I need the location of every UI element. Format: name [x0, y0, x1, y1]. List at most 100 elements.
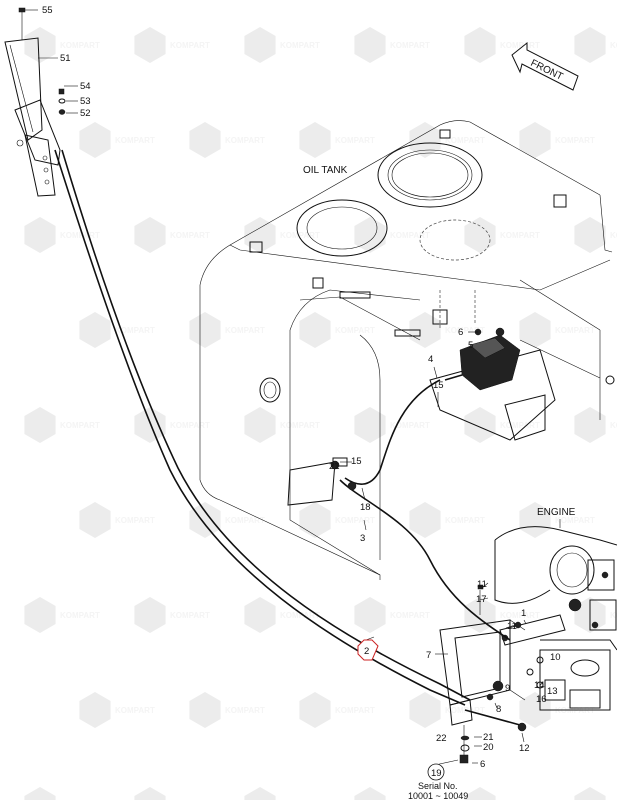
watermark-text: KOMPART	[60, 41, 100, 50]
watermark-text: KOMPART	[500, 231, 540, 240]
watermark-hex	[574, 407, 606, 443]
watermark-text: KOMPART	[225, 136, 265, 145]
watermark-hex	[24, 597, 56, 633]
watermark-hex	[24, 407, 56, 443]
watermark-hex	[134, 597, 166, 633]
callout-54: 54	[80, 81, 91, 92]
watermark-hex	[354, 407, 386, 443]
callout-11b: 11	[507, 621, 517, 632]
callout-52: 52	[80, 108, 91, 119]
mounting-bracket-7	[439, 619, 526, 706]
watermark-hex	[574, 217, 606, 253]
watermark-text: KOMPART	[555, 136, 595, 145]
callout-22: 22	[436, 733, 447, 744]
watermark-text: KOMPART	[610, 41, 617, 50]
watermark-text: KOMPART	[445, 516, 485, 525]
watermark-text: KOMPART	[225, 326, 265, 335]
watermark-hex	[24, 27, 56, 63]
watermark-text: KOMPART	[225, 706, 265, 715]
watermark-hex	[244, 217, 276, 253]
watermark-hex	[189, 122, 221, 158]
callout-9: 9	[505, 683, 510, 694]
watermark-hex	[354, 217, 386, 253]
callout-19: 19	[431, 768, 442, 779]
watermark-text: KOMPART	[115, 516, 155, 525]
callout-labels: 55 51 54 53 52 6 5 4 15 15 21 18 3 2 11 …	[42, 5, 561, 781]
watermark-hex	[244, 597, 276, 633]
watermark-text: KOMPART	[500, 421, 540, 430]
callout-15a: 15	[433, 380, 444, 391]
watermark-text: KOMPART	[115, 326, 155, 335]
watermark-text: KOMPART	[445, 326, 485, 335]
watermark-text: KOMPART	[115, 136, 155, 145]
watermark-hex	[464, 787, 496, 800]
callout-4: 4	[428, 354, 433, 365]
callout-6a: 6	[458, 327, 463, 338]
watermark-hex	[24, 217, 56, 253]
oil-tank	[199, 120, 613, 580]
watermark-hex	[189, 692, 221, 728]
watermark-hex	[519, 122, 551, 158]
watermark-text: KOMPART	[445, 136, 485, 145]
callout-18: 18	[360, 502, 371, 513]
watermark-hex	[464, 407, 496, 443]
watermark-text: KOMPART	[500, 41, 540, 50]
watermark-text: KOMPART	[335, 136, 375, 145]
callout-8: 8	[496, 704, 501, 715]
watermark-hex	[464, 217, 496, 253]
callout-16: 16	[536, 694, 547, 705]
callout-2: 2	[364, 646, 369, 657]
watermark-hex	[519, 692, 551, 728]
callout-12: 12	[519, 743, 530, 754]
engine	[494, 526, 617, 711]
watermark-text: KOMPART	[555, 326, 595, 335]
watermark-hex	[299, 692, 331, 728]
watermark-hex	[79, 502, 111, 538]
watermark-text: KOMPART	[225, 516, 265, 525]
watermark-hex	[464, 27, 496, 63]
watermark-text: KOMPART	[170, 41, 210, 50]
watermark-text: KOMPART	[60, 611, 100, 620]
engine-label: ENGINE	[537, 507, 576, 518]
watermark-text: KOMPART	[170, 421, 210, 430]
callout-53: 53	[80, 96, 91, 107]
watermark-text: KOMPART	[280, 611, 320, 620]
callout-1: 1	[521, 608, 526, 619]
callout-5: 5	[468, 340, 473, 351]
watermark-hex	[134, 407, 166, 443]
watermark-text: KOMPART	[280, 231, 320, 240]
watermark-text: KOMPART	[115, 706, 155, 715]
bolt-53-54	[58, 88, 66, 115]
watermark-hex	[134, 217, 166, 253]
control-cable-3	[299, 291, 511, 641]
callout-55: 55	[42, 5, 53, 16]
accelerator-pedal	[4, 7, 61, 197]
serial-range: 10001 ~ 10049	[408, 791, 468, 800]
callout-13: 13	[547, 686, 558, 697]
watermark-hex	[79, 122, 111, 158]
watermark-hex	[409, 502, 441, 538]
watermark-text: KOMPART	[555, 516, 595, 525]
watermark-hex	[354, 787, 386, 800]
throttle-lever	[449, 584, 566, 764]
callout-3: 3	[360, 533, 365, 544]
callout-7: 7	[426, 650, 431, 661]
watermark-text: KOMPART	[335, 326, 375, 335]
watermark-hex	[299, 312, 331, 348]
watermark-text: KOMPART	[335, 706, 375, 715]
callout-6b: 6	[480, 759, 485, 770]
watermark-hex	[189, 502, 221, 538]
watermark-hex	[79, 312, 111, 348]
callout-10: 10	[550, 652, 561, 663]
callout-21b: 21	[483, 732, 494, 743]
governor-motor	[444, 327, 615, 391]
watermark-hex	[409, 122, 441, 158]
watermark-hex	[134, 27, 166, 63]
watermark-hex	[574, 27, 606, 63]
watermark-hex	[519, 312, 551, 348]
watermark-layer: KOMPART KOMPART KOMPART KOMPART KOMPART KOMPA…	[24, 27, 617, 800]
callout-20: 20	[483, 742, 494, 753]
watermark-hex	[189, 312, 221, 348]
callout-21a: 21	[329, 461, 340, 472]
callout-2-hexagon: 2	[357, 639, 379, 661]
